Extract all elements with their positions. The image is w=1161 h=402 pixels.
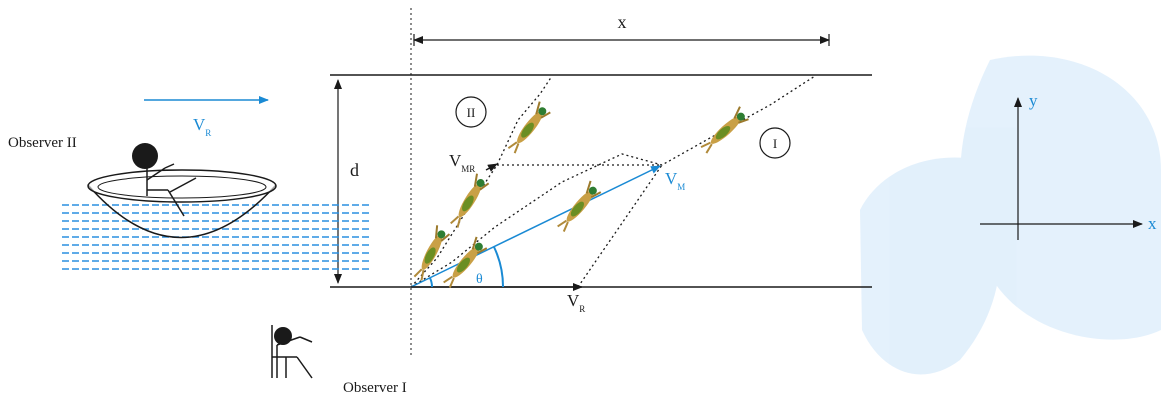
x-dimension-label: x (618, 12, 627, 32)
seated-person-icon (271, 325, 313, 379)
swimmer-icon (409, 224, 452, 283)
observer-one-label: Observer I (343, 380, 407, 396)
boat-icon (87, 143, 277, 239)
region-two-label: II (467, 105, 476, 120)
d-dimension-label: d (350, 160, 359, 180)
region-one-label: I (773, 136, 777, 151)
vmr-label: VMR (449, 151, 475, 174)
swimmer-icon (446, 172, 491, 231)
water-lines (62, 204, 372, 270)
observer-two-label: Observer II (8, 135, 77, 151)
watermark-logo (860, 55, 1161, 375)
vm-label: VM (665, 169, 685, 192)
vmr-vector (485, 163, 498, 172)
axis-x-label: x (1148, 214, 1157, 233)
region-two-marker (455, 96, 487, 128)
angle-label: θ (476, 272, 483, 287)
region-one-marker (759, 127, 791, 159)
vr-label: VR (567, 291, 585, 314)
current-vr-label: VR (193, 115, 211, 138)
axis-y-label: y (1029, 91, 1038, 110)
vm-vector (410, 165, 661, 288)
swimmer-icon (553, 179, 604, 235)
path-one-dotted (410, 75, 816, 288)
angle-arc (493, 246, 505, 288)
swimmer-icon (697, 105, 752, 157)
angle-arc-small (429, 277, 434, 288)
swimmer-icon (504, 100, 553, 156)
